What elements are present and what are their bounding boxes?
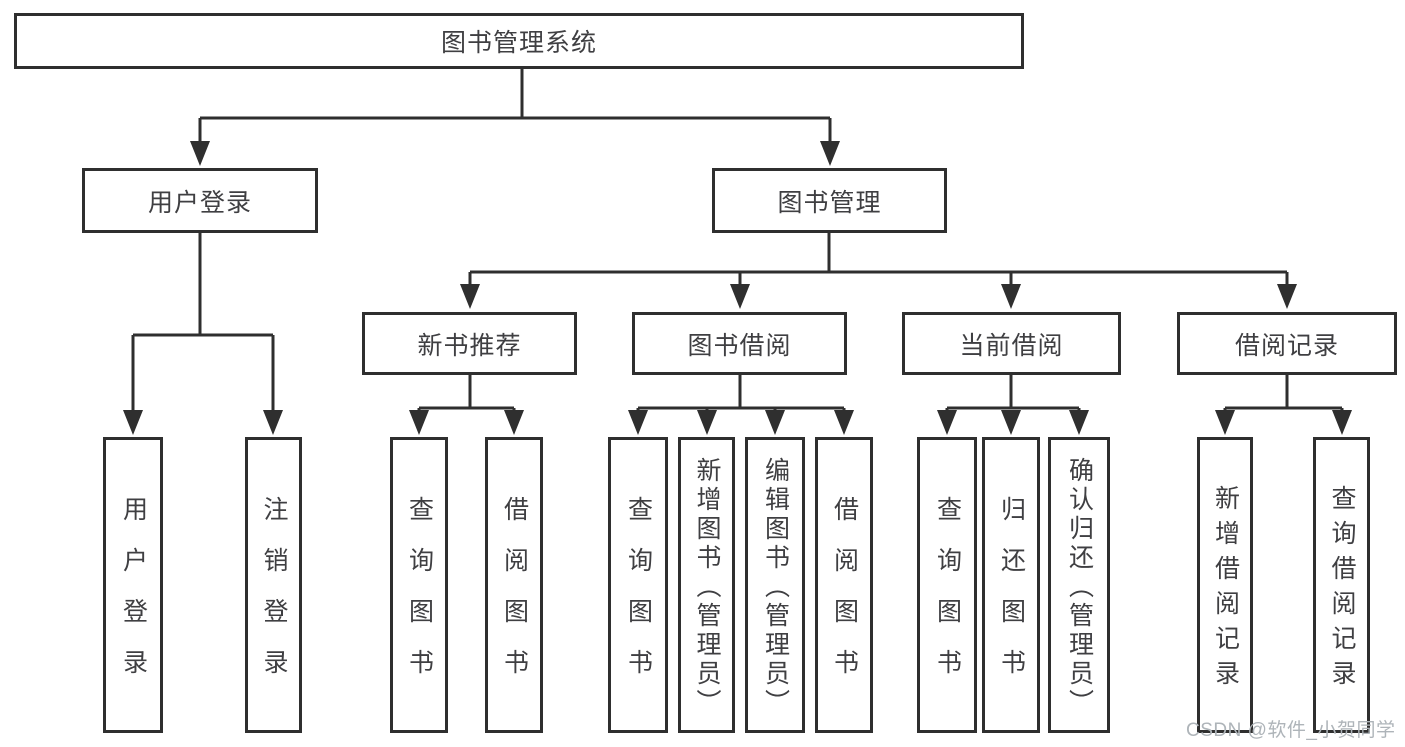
node-library-management-system: 图书管理系统 xyxy=(14,13,1024,69)
node-label: 图书管理 xyxy=(777,188,882,217)
node-label: 图书管理系统 xyxy=(440,29,597,57)
leaf-label: 用户登录 xyxy=(119,496,148,700)
leaf-query-books-recommend: 查询图书 xyxy=(390,437,448,733)
leaf-label: 借阅图书 xyxy=(500,496,529,700)
leaf-label: 确认归还（管理员） xyxy=(1065,456,1094,718)
node-book-management: 图书管理 xyxy=(712,168,947,233)
leaf-return-books: 归还图书 xyxy=(982,437,1040,733)
leaf-logout: 注销登录 xyxy=(245,437,302,733)
leaf-label: 查询借阅记录 xyxy=(1328,485,1356,695)
leaf-label: 新增图书（管理员） xyxy=(693,456,721,718)
leaf-confirm-return-admin: 确认归还（管理员） xyxy=(1048,437,1110,733)
node-current-borrow: 当前借阅 xyxy=(902,312,1121,375)
node-borrow-records: 借阅记录 xyxy=(1177,312,1397,375)
leaf-edit-books-admin: 编辑图书（管理员） xyxy=(745,437,805,733)
leaf-query-books-current: 查询图书 xyxy=(917,437,977,733)
node-book-borrow: 图书借阅 xyxy=(632,312,847,375)
leaf-label: 查询图书 xyxy=(624,496,653,700)
node-label: 用户登录 xyxy=(147,188,252,217)
node-label: 借阅记录 xyxy=(1234,331,1339,360)
leaf-query-borrow-record: 查询借阅记录 xyxy=(1313,437,1370,733)
leaf-add-books-admin: 新增图书（管理员） xyxy=(678,437,735,733)
csdn-watermark: CSDN @软件_小贺同学 xyxy=(1186,720,1396,741)
leaf-label: 借阅图书 xyxy=(830,496,859,700)
leaf-borrow-books-recommend: 借阅图书 xyxy=(485,437,543,733)
node-new-book-recommend: 新书推荐 xyxy=(362,312,577,375)
leaf-label: 编辑图书（管理员） xyxy=(761,456,790,718)
node-label: 新书推荐 xyxy=(417,331,522,360)
leaf-label: 查询图书 xyxy=(405,496,434,700)
leaf-add-borrow-record: 新增借阅记录 xyxy=(1197,437,1253,733)
leaf-borrow-books: 借阅图书 xyxy=(815,437,873,733)
node-user-login: 用户登录 xyxy=(82,168,318,233)
leaf-label: 归还图书 xyxy=(997,496,1026,700)
node-label: 当前借阅 xyxy=(959,331,1064,360)
leaf-user-login: 用户登录 xyxy=(103,437,163,733)
leaf-query-books: 查询图书 xyxy=(608,437,668,733)
node-label: 图书借阅 xyxy=(687,331,792,360)
leaf-label: 新增借阅记录 xyxy=(1211,485,1240,695)
leaf-label: 查询图书 xyxy=(933,496,962,700)
leaf-label: 注销登录 xyxy=(260,496,288,700)
